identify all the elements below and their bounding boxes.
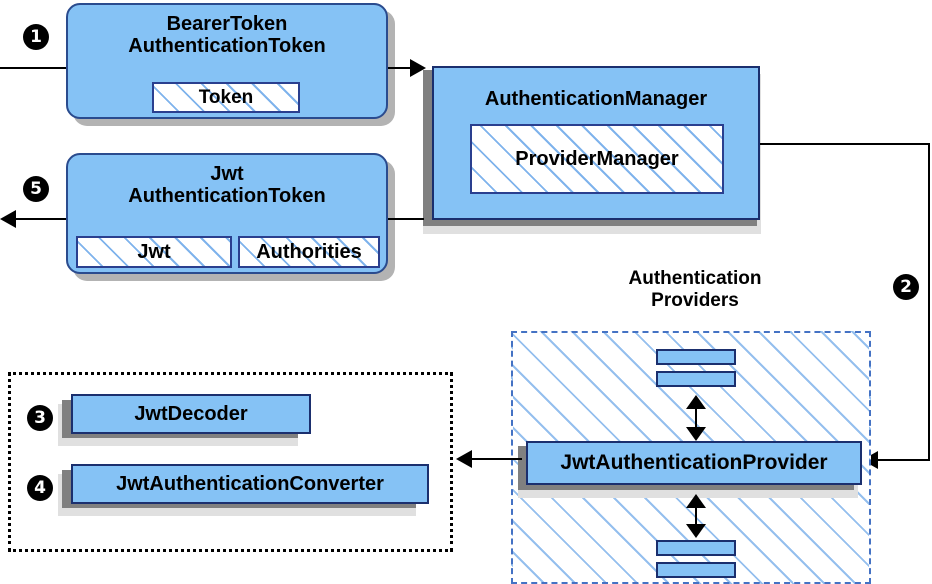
step-marker-5: 5 bbox=[23, 176, 49, 202]
jwt-authentication-converter-label: JwtAuthenticationConverter bbox=[116, 472, 384, 495]
bearer-token-to-authentication-manager-arrow bbox=[410, 59, 426, 77]
jwt-inner-label: Jwt bbox=[137, 240, 171, 263]
authorities-inner-box: Authorities bbox=[238, 236, 380, 268]
authentication-manager-to-jwt-token-line bbox=[388, 218, 424, 220]
authentication-providers-label: Authentication Providers bbox=[628, 268, 762, 311]
jwt-authentication-token-title: Jwt AuthenticationToken bbox=[128, 163, 326, 208]
bearer-token-authentication-token-box: BearerToken AuthenticationToken Token bbox=[66, 3, 388, 119]
jwt-decoder-label: JwtDecoder bbox=[134, 402, 248, 425]
provider-stub-top-1 bbox=[656, 349, 736, 365]
provider-stub-top-2 bbox=[656, 371, 736, 387]
authorities-inner-label: Authorities bbox=[256, 240, 362, 263]
step-marker-4: 4 bbox=[27, 475, 53, 501]
manager-to-provider-top-segment bbox=[760, 143, 930, 145]
manager-to-provider-vertical-segment bbox=[928, 143, 930, 460]
provider-manager-inner-box: ProviderManager bbox=[470, 124, 724, 194]
authentication-result-output-arrow bbox=[0, 210, 16, 228]
provider-stub-link-top-arrow-down bbox=[686, 427, 706, 441]
bearer-token-box-title: BearerToken AuthenticationToken bbox=[128, 13, 326, 58]
provider-stub-link-top-arrow-up bbox=[686, 395, 706, 409]
jwt-authentication-provider-box: JwtAuthenticationProvider bbox=[526, 441, 862, 485]
jwt-authentication-converter-box: JwtAuthenticationConverter bbox=[71, 464, 429, 504]
jwt-authentication-token-box: Jwt AuthenticationToken Jwt Authorities bbox=[66, 153, 388, 274]
token-inner-label: Token bbox=[198, 86, 254, 108]
jwt-provider-to-support-line bbox=[472, 458, 522, 460]
request-input-line bbox=[0, 67, 70, 69]
authentication-manager-box: AuthenticationManager ProviderManager bbox=[432, 66, 760, 220]
provider-stub-bottom-2 bbox=[656, 562, 736, 578]
manager-to-provider-bottom-segment bbox=[870, 459, 930, 461]
provider-stub-link-bottom-arrow-up bbox=[686, 494, 706, 508]
provider-stub-link-bottom-arrow-down bbox=[686, 524, 706, 538]
authentication-result-output-line bbox=[8, 218, 70, 220]
provider-stub-link-bottom-line bbox=[695, 502, 697, 532]
provider-manager-label: ProviderManager bbox=[515, 147, 679, 170]
jwt-inner-box: Jwt bbox=[76, 236, 232, 268]
jwt-provider-to-support-arrow bbox=[456, 450, 472, 468]
step-marker-3: 3 bbox=[27, 405, 53, 431]
bearer-token-to-authentication-manager-line bbox=[388, 67, 424, 69]
authentication-providers-zone: JwtAuthenticationProvider bbox=[511, 331, 871, 584]
provider-stub-link-top-line bbox=[695, 403, 697, 435]
token-inner-box: Token bbox=[152, 82, 300, 113]
authentication-manager-title: AuthenticationManager bbox=[484, 88, 708, 110]
jwt-authentication-provider-label: JwtAuthenticationProvider bbox=[560, 451, 828, 474]
step-marker-1: 1 bbox=[23, 24, 49, 50]
jwt-decoder-box: JwtDecoder bbox=[71, 394, 311, 434]
step-marker-2: 2 bbox=[893, 274, 919, 300]
jwt-support-components-group bbox=[8, 372, 453, 552]
provider-stub-bottom-1 bbox=[656, 540, 736, 556]
